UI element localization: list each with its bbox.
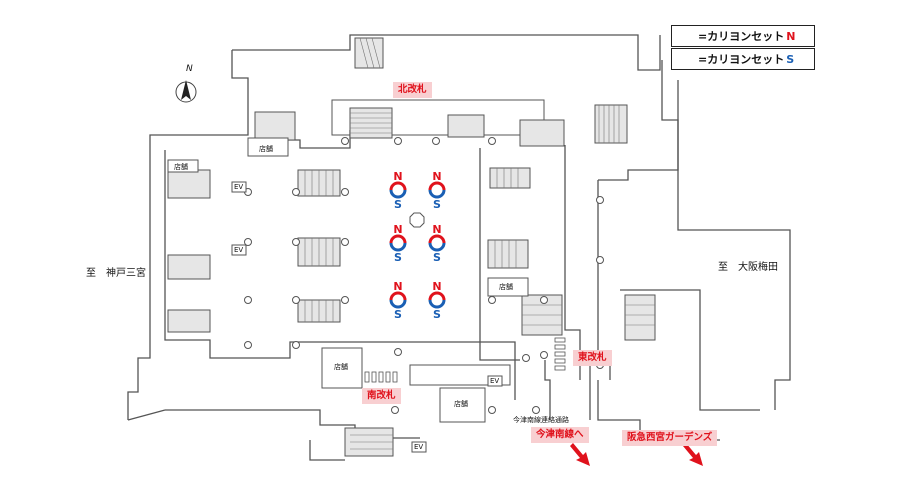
shop-south-1 bbox=[321, 347, 363, 389]
marker-north-arc-icon bbox=[389, 234, 407, 244]
north-stairs-mid bbox=[447, 114, 485, 138]
ev-4 bbox=[411, 441, 427, 453]
lower-wall bbox=[309, 440, 345, 461]
ev-label-1: EV bbox=[234, 183, 244, 191]
marker-north-arc-icon bbox=[389, 291, 407, 301]
legend-north: =カリヨンセット N bbox=[671, 25, 815, 47]
ev-label-2: EV bbox=[234, 246, 244, 254]
south-wall bbox=[302, 341, 516, 400]
nw-stair bbox=[254, 111, 296, 141]
carillon-set-marker-3: NS bbox=[389, 223, 407, 264]
shop-label-east: 店舗 bbox=[499, 283, 513, 291]
marker-north-arc-icon bbox=[428, 234, 446, 244]
north-stair-top bbox=[354, 37, 384, 69]
marker-letter-n: N bbox=[393, 170, 402, 183]
marker-south-arc-icon bbox=[389, 189, 407, 199]
ev-1 bbox=[231, 181, 247, 193]
carillon-set-marker-1: NS bbox=[389, 170, 407, 211]
hall-inner-east bbox=[479, 148, 520, 361]
shop-label-nw: 店舗 bbox=[259, 145, 273, 153]
shop-label-south-1: 店舗 bbox=[334, 363, 348, 371]
connector-walls bbox=[544, 360, 551, 420]
shop-east bbox=[487, 277, 529, 297]
compass-label: N bbox=[186, 64, 193, 74]
north-gate-block bbox=[331, 99, 545, 136]
marker-north-arc-icon bbox=[389, 181, 407, 191]
ev-label-3: EV bbox=[490, 377, 500, 385]
shop-south-2 bbox=[439, 387, 486, 423]
direction-umeda: 至 大阪梅田 bbox=[718, 262, 778, 273]
shop-label-south-2: 店舗 bbox=[454, 400, 468, 408]
compass-icon bbox=[175, 80, 197, 103]
outer-wall-north bbox=[232, 34, 661, 71]
south-gate-label: 南改札 bbox=[362, 388, 401, 404]
north-stairs-right bbox=[594, 104, 628, 144]
marker-letter-n: N bbox=[393, 280, 402, 293]
direction-kobe: 至 神戸三宮 bbox=[86, 268, 146, 279]
south-stair-top bbox=[519, 119, 565, 147]
marker-south-arc-icon bbox=[428, 299, 446, 309]
ev-label-4: EV bbox=[414, 443, 424, 451]
ev-2 bbox=[231, 244, 247, 256]
shop-west bbox=[167, 159, 199, 173]
marker-letter-n: N bbox=[393, 223, 402, 236]
legend-north-letter: N bbox=[786, 29, 796, 43]
shop-nw bbox=[247, 137, 289, 157]
shop-label-west: 店舗 bbox=[174, 163, 188, 171]
marker-north-arc-icon bbox=[428, 291, 446, 301]
east-stair-2 bbox=[487, 239, 529, 269]
legend-south: =カリヨンセット S bbox=[671, 48, 815, 70]
legend-south-letter: S bbox=[786, 52, 795, 66]
legend-south-text: =カリヨンセット bbox=[698, 53, 785, 66]
carillon-set-marker-4: NS bbox=[428, 223, 446, 264]
outer-wall-west bbox=[127, 50, 249, 420]
marker-north-arc-icon bbox=[428, 181, 446, 191]
marker-south-arc-icon bbox=[428, 242, 446, 252]
hall-east-wall bbox=[564, 145, 581, 380]
ev-3 bbox=[487, 375, 503, 387]
marker-letter-n: N bbox=[432, 170, 441, 183]
marker-letter-s: S bbox=[394, 198, 402, 211]
carillon-set-marker-2: NS bbox=[428, 170, 446, 211]
carillon-set-marker-6: NS bbox=[428, 280, 446, 321]
west-stair-3 bbox=[167, 309, 211, 333]
marker-letter-s: S bbox=[433, 251, 441, 264]
marker-letter-s: S bbox=[433, 308, 441, 321]
south-west-wall bbox=[127, 409, 166, 421]
arrow-icon bbox=[570, 443, 703, 466]
east-gate-label: 東改札 bbox=[573, 350, 612, 366]
inner-hall-outline bbox=[164, 150, 302, 359]
dest-imazu: 今津南線へ bbox=[531, 427, 589, 443]
info-sign bbox=[409, 212, 425, 228]
dest-gardens: 阪急西宮ガーデンズ bbox=[622, 430, 718, 446]
carillon-set-marker-5: NS bbox=[389, 280, 407, 321]
marker-south-arc-icon bbox=[389, 299, 407, 309]
marker-south-arc-icon bbox=[389, 242, 407, 252]
south-building bbox=[409, 364, 511, 386]
umeda-block bbox=[620, 289, 760, 411]
marker-south-arc-icon bbox=[428, 189, 446, 199]
marker-letter-s: S bbox=[394, 251, 402, 264]
west-stair-2 bbox=[167, 254, 211, 280]
legend-north-text: =カリヨンセット bbox=[698, 30, 785, 43]
umeda-stair bbox=[624, 294, 656, 341]
north-gate-label: 北改札 bbox=[393, 82, 432, 98]
west-stair-1 bbox=[167, 169, 211, 199]
connector-label: 今津南線連絡通路 bbox=[513, 416, 569, 424]
east-stair-1 bbox=[489, 167, 531, 189]
marker-letter-s: S bbox=[394, 308, 402, 321]
marker-letter-n: N bbox=[432, 223, 441, 236]
marker-letter-s: S bbox=[433, 198, 441, 211]
outer-wall-east bbox=[677, 80, 791, 410]
marker-letter-n: N bbox=[432, 280, 441, 293]
